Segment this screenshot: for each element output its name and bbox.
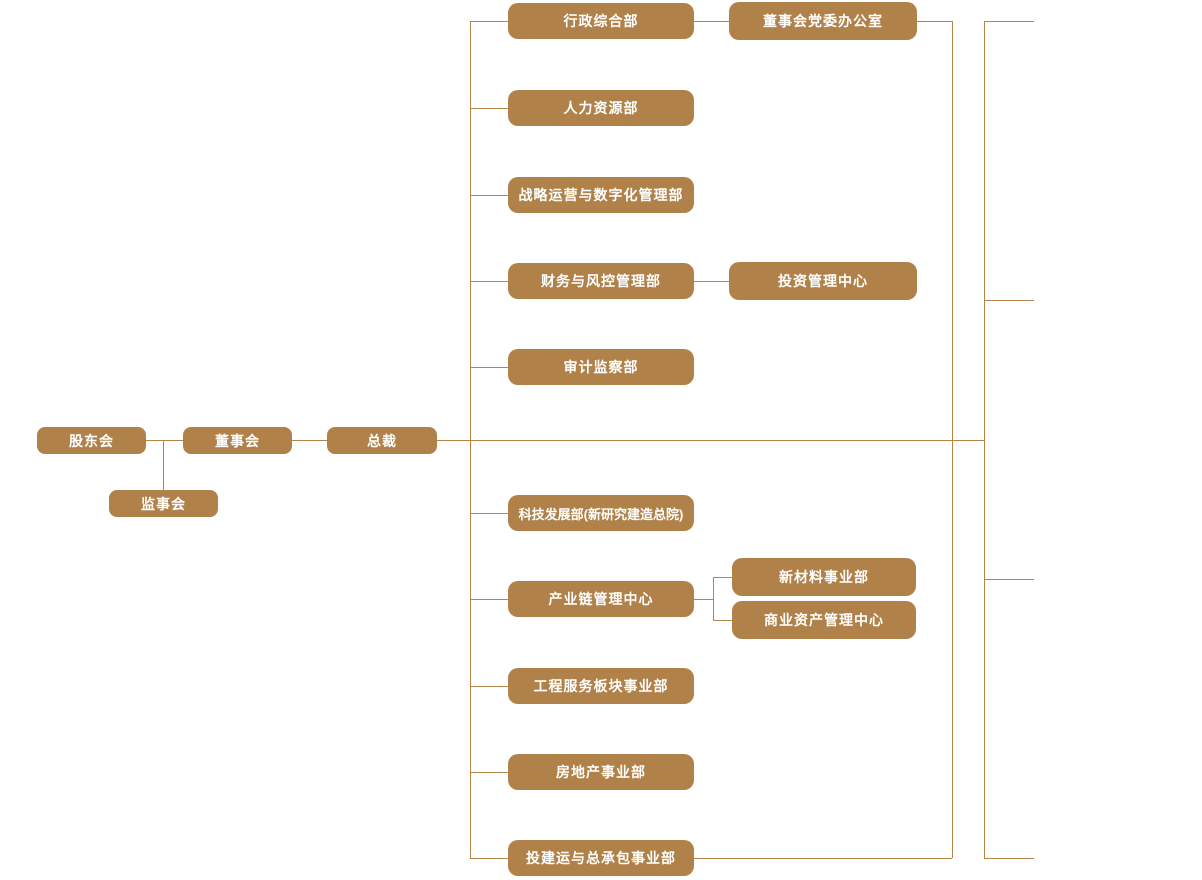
org-node-engineering: 工程服务板块事业部 <box>508 668 694 704</box>
connector-line <box>470 772 508 773</box>
org-node-audit: 审计监察部 <box>508 349 694 385</box>
org-node-finance: 财务与风控管理部 <box>508 263 694 299</box>
connector-line <box>470 367 508 368</box>
connector-line <box>984 21 1034 22</box>
connector-line <box>694 858 952 859</box>
connector-line <box>917 21 952 22</box>
org-node-board: 董事会 <box>183 427 292 454</box>
connector-line <box>470 108 508 109</box>
connector-line <box>984 858 1034 859</box>
connector-line <box>470 686 508 687</box>
org-node-real-estate: 房地产事业部 <box>508 754 694 790</box>
connector-line <box>713 577 714 620</box>
connector-line <box>984 21 985 858</box>
connector-line <box>694 21 729 22</box>
connector-line <box>470 21 471 858</box>
connector-line <box>470 21 508 22</box>
connector-line <box>163 440 164 490</box>
connector-line <box>713 577 732 578</box>
connector-line <box>146 440 984 441</box>
org-node-investment: 投资管理中心 <box>729 262 917 300</box>
connector-line <box>470 599 508 600</box>
org-node-admin: 行政综合部 <box>508 3 694 39</box>
org-node-tech: 科技发展部(新研究建造总院) <box>508 495 694 531</box>
connector-line <box>984 300 1034 301</box>
connector-line <box>984 579 1034 580</box>
org-node-hr: 人力资源部 <box>508 90 694 126</box>
org-node-commercial-assets: 商业资产管理中心 <box>732 601 916 639</box>
connector-line <box>470 858 508 859</box>
connector-line <box>694 281 729 282</box>
org-node-shareholders: 股东会 <box>37 427 146 454</box>
org-node-strategy: 战略运营与数字化管理部 <box>508 177 694 213</box>
connector-line <box>470 281 508 282</box>
connector-line <box>470 195 508 196</box>
org-node-supervisory: 监事会 <box>109 490 218 517</box>
org-node-industry-chain: 产业链管理中心 <box>508 581 694 617</box>
org-node-president: 总裁 <box>327 427 437 454</box>
org-node-epc: 投建运与总承包事业部 <box>508 840 694 876</box>
connector-line <box>694 599 713 600</box>
connector-line <box>470 513 508 514</box>
org-node-new-materials: 新材料事业部 <box>732 558 916 596</box>
org-node-party-office: 董事会党委办公室 <box>729 2 917 40</box>
connector-line <box>952 21 953 858</box>
connector-line <box>713 620 732 621</box>
